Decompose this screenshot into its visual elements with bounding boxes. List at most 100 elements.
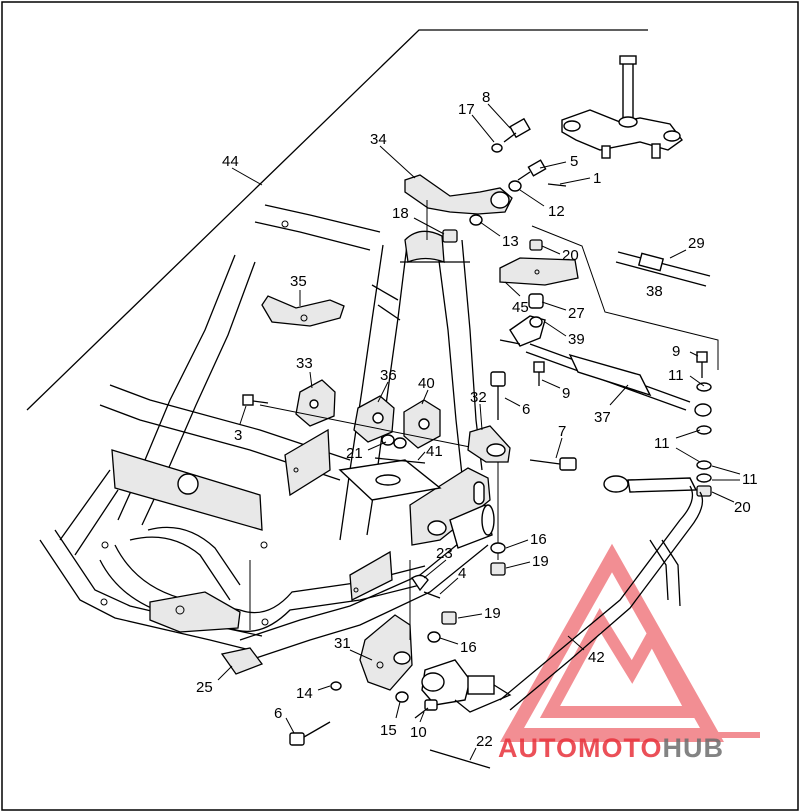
frame-assembly — [39, 204, 495, 675]
steering-stem — [622, 61, 634, 125]
callout-18: 18 — [392, 205, 409, 222]
bolt-6-upper-head — [490, 371, 506, 387]
leader-9-right — [689, 351, 699, 357]
callout-6-lower: 6 — [274, 705, 282, 722]
leader-39 — [544, 321, 567, 337]
bolt-3-head — [242, 394, 254, 406]
bracket-32-hole — [486, 443, 506, 457]
rod-29-top — [617, 251, 711, 277]
washer-11-b — [696, 425, 712, 435]
nut-19-lower — [441, 611, 457, 625]
bolt-5-shank — [517, 171, 531, 181]
callout-37: 37 — [594, 409, 611, 426]
triple-clamp-right-hole — [663, 130, 681, 142]
frame-lower-bracket-hole — [353, 587, 359, 593]
nut-20-top — [529, 239, 543, 251]
rod-end-39-pin — [499, 339, 521, 345]
callout-33: 33 — [296, 355, 313, 372]
callout-1: 1 — [593, 170, 601, 187]
triple-clamp-pin-left — [601, 145, 611, 159]
leader-12 — [519, 189, 545, 207]
callout-19-lower: 19 — [484, 605, 501, 622]
leader-19-upper — [505, 561, 531, 569]
frame-left-bracket — [284, 428, 331, 497]
callout-45: 45 — [512, 299, 529, 316]
leader-34 — [379, 145, 416, 179]
lever-31-eye — [393, 651, 411, 665]
bolt-10-shank — [414, 707, 429, 719]
callout-35: 35 — [290, 273, 307, 290]
leader-11-b2 — [675, 447, 701, 463]
frame-headstock-cap — [404, 230, 445, 263]
shift-rod-37-sleeve — [568, 353, 652, 397]
callout-31: 31 — [334, 635, 351, 652]
callout-21: 21 — [346, 445, 363, 462]
washer-11-d — [696, 473, 712, 483]
leader-15 — [395, 701, 401, 719]
bolt-7-shank — [529, 459, 561, 465]
bracket-35-hole — [300, 314, 308, 322]
leader-10 — [419, 711, 425, 723]
callout-22: 22 — [476, 733, 493, 750]
frame-mount-hole-3 — [100, 598, 108, 606]
callout-11-a: 11 — [668, 367, 684, 384]
linkage-42-arm-top — [499, 485, 694, 701]
leader-5 — [539, 161, 567, 169]
bolt-9-right-head — [696, 351, 708, 363]
leader-6-lower — [285, 717, 295, 734]
frame-down-tube-left — [339, 244, 384, 541]
leader-18 — [413, 217, 445, 235]
bolt-8-head — [509, 117, 531, 139]
frame-bottom-cross-tube-lower — [249, 544, 489, 661]
leader-41 — [417, 451, 426, 461]
callout-38: 38 — [646, 283, 663, 300]
frame-mount-hole-5 — [261, 618, 269, 626]
leader-16-lower — [439, 637, 459, 645]
shift-lever-arm — [404, 174, 513, 215]
bracket-32 — [467, 425, 511, 463]
lever-31 — [359, 614, 413, 691]
leader-11-a — [689, 375, 705, 387]
leader-9-center — [541, 379, 561, 389]
stud-41 — [374, 457, 426, 464]
linkage-42-eye — [603, 475, 629, 493]
shift-rod-37 — [499, 315, 712, 417]
frame-lower-bracket — [349, 550, 393, 602]
plate-45-hole — [534, 269, 540, 275]
watermark-text-part2: HUB — [663, 733, 725, 763]
callout-15: 15 — [380, 722, 397, 739]
leader-29 — [669, 249, 687, 259]
nut-19-upper — [490, 562, 506, 576]
assembly-axis-line — [259, 404, 486, 451]
frame-rear-hoop-inner — [147, 526, 241, 586]
shift-lever-eye — [490, 191, 510, 209]
leader-1 — [559, 177, 591, 185]
leader-38-frame — [531, 225, 719, 370]
washer-11-c — [696, 460, 712, 470]
callout-20-right: 20 — [734, 499, 751, 516]
triple-clamp — [561, 55, 683, 159]
frame-pivot-slot — [473, 481, 485, 505]
bolt-9-center-head — [533, 361, 545, 373]
frame-pivot-plate-hole — [427, 520, 447, 536]
bracket-35 — [261, 295, 345, 327]
rod-29 — [615, 251, 711, 287]
washer-16-lower — [427, 631, 441, 643]
bolt-6-lower-shank — [303, 721, 331, 738]
callout-6-upper: 6 — [522, 401, 530, 418]
frame-rear-hoop — [129, 536, 231, 601]
leader-20-right — [711, 491, 735, 503]
triple-clamp-left-hole — [563, 120, 581, 132]
callout-19-upper: 19 — [532, 553, 549, 570]
leader-19-lower — [457, 613, 483, 619]
linkage-42-arm-bottom — [509, 491, 704, 711]
callout-9-right: 9 — [672, 343, 680, 360]
leader-27 — [541, 301, 567, 311]
leader-23 — [423, 559, 447, 579]
leader-21 — [367, 441, 387, 451]
bracket-40-hole — [418, 418, 430, 430]
leader-lines — [217, 103, 741, 761]
bolt-3-shank — [252, 400, 269, 404]
linkage-42-end — [627, 477, 698, 493]
